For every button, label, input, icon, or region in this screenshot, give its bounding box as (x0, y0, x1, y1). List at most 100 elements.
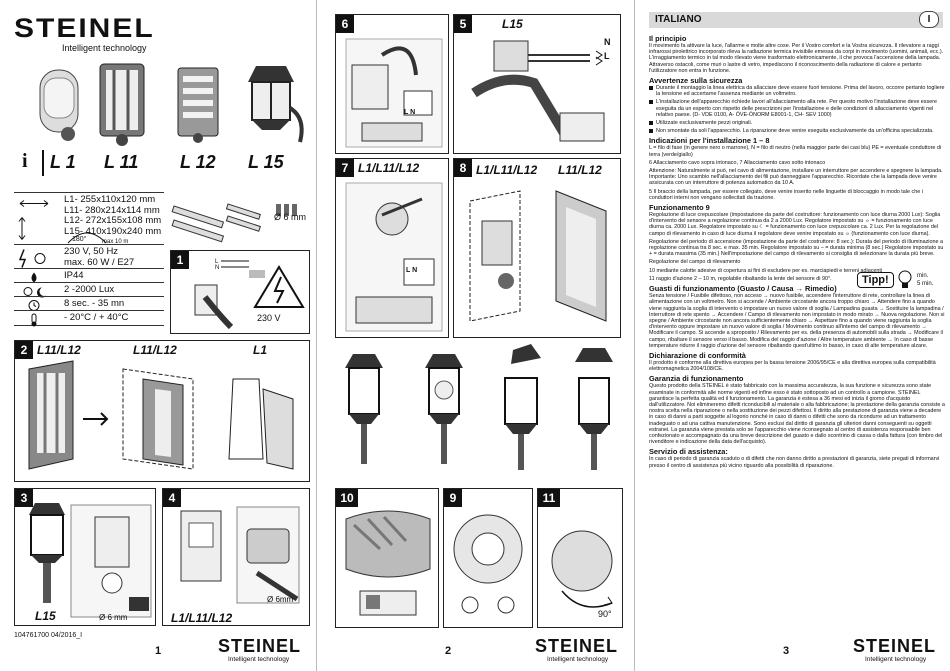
model-label: L11/L12 (133, 343, 177, 357)
page-number: 2 (445, 645, 452, 657)
spec-ip: IP44 (14, 268, 164, 283)
sensor-masking-illustration (345, 510, 431, 616)
section-paragraph: L = filo di fase (in genere nero o marro… (649, 145, 942, 158)
drill-size: Ø 6 mm (99, 613, 128, 622)
model-label-l12: L 12 (180, 152, 216, 172)
footer-tagline: Intelligent technology (865, 656, 927, 663)
dimensions-icon (18, 200, 49, 240)
figure-2: 2 L11/L12 L11/L12 L1 (14, 340, 310, 482)
cover-fitting-illustration (469, 190, 607, 322)
figure-number: 1 (171, 251, 189, 269)
detection-range-icon (67, 232, 107, 244)
section-paragraph: 5 Il braccio della lampada, per essere c… (649, 188, 923, 201)
footer-logo: STEINEL (535, 636, 619, 656)
sensor-tilt-illustration (551, 530, 613, 608)
section-paragraph: Il prodotto è conforme alla direttiva eu… (649, 359, 936, 373)
figure-number: 7 (336, 159, 354, 177)
brand-tagline: Intelligent technology (62, 43, 147, 53)
footer-logo: STEINEL (853, 636, 937, 656)
wall-mounting-illustration (180, 506, 300, 604)
section-paragraph: Questo prodotto della STEINEL è stato fa… (649, 383, 945, 446)
language-label: ITALIANO (655, 14, 702, 25)
model-label: L11/L12 (558, 163, 602, 177)
model-label-l15: L 15 (248, 152, 284, 172)
model-label: L15 (35, 609, 56, 623)
figure-8: 8 L1/L11/L12 L11/L12 (453, 158, 621, 338)
model-label: L11/L12 (37, 343, 81, 357)
model-label-l1: L 1 (50, 152, 76, 172)
figure-10: 10 (335, 488, 439, 628)
ip-rating: IP44 (64, 270, 84, 281)
cover-removal-illustration (28, 360, 294, 470)
l15-bulb-replacement-illustration (345, 344, 613, 470)
safety-bullet: Durante il montaggio la linea elettrica … (649, 85, 945, 97)
figure-number: 8 (454, 159, 472, 177)
language-code-badge: I (919, 11, 939, 28)
brand-logo: STEINEL (14, 13, 155, 44)
tip-min-label: min. (917, 273, 929, 279)
voltage-label: 230 V (257, 313, 281, 323)
figure-number: 10 (336, 489, 358, 507)
section-heading: Avvertenze sulla sicurezza (649, 76, 743, 86)
footer-logo: STEINEL (218, 636, 302, 656)
wire-l-label: L (215, 259, 219, 265)
wire-l-label: L (604, 51, 610, 61)
safety-bullet: L'installazione dell'apparecchio richied… (649, 99, 945, 118)
figure-number: 5 (454, 15, 472, 33)
dimension-l1: L1- 255x110x120 mm (64, 194, 156, 205)
page-number: 1 (155, 645, 162, 657)
document-number: 104761700 04/2016_I (14, 632, 83, 639)
product-lamps-illustration (39, 63, 304, 146)
section-heading: Garanzia di funzionamento (649, 374, 744, 384)
terminal-label: L N (406, 267, 418, 274)
model-label: L1 (253, 343, 268, 357)
section-heading: Servizio di assistenza: (649, 447, 728, 457)
dimension-l11: L11- 280x214x114 mm (64, 204, 160, 216)
sun-moon-icon (23, 287, 46, 298)
wire-n-label: N (215, 265, 220, 271)
section-heading: Indicazioni per l'installazione 1 – 8 (649, 136, 770, 146)
power-off-illustration (194, 260, 305, 330)
l15-mounting-illustration (29, 503, 152, 618)
info-icon: i (22, 150, 28, 172)
model-label: L1/L11/L12 (476, 163, 538, 177)
drill-size: Ø 6mm (267, 595, 294, 604)
dimension-l15: L15- 410x190x240 mm (64, 225, 162, 237)
figure-7: 7 L1/L11/L12 L N (335, 158, 449, 338)
spec-lux: 2 -2000 Lux (14, 282, 164, 298)
safety-bullet: Non smontate da soli l'apparecchio. La r… (649, 128, 945, 134)
terminal-label: L N (404, 109, 416, 116)
spec-temp: - 20°C / + 40°C (14, 310, 164, 327)
specs-table: L1- 255x110x120 mm L11- 280x214x114 mm L… (14, 192, 164, 330)
voltage-sun-icon (18, 249, 46, 268)
sensor-adjustment-illustration (453, 514, 523, 614)
section-paragraph: Il movimento fa attivare la luce, l'alla… (649, 43, 944, 74)
figure-6: 6 L N (335, 14, 449, 154)
model-label: L1/L11/L12 (358, 161, 420, 175)
figure-11: 11 90° (537, 488, 623, 628)
temperature-range: - 20°C / + 40°C (64, 312, 129, 323)
tip-badge: Tipp! (857, 272, 894, 288)
language-header: ITALIANO I (649, 11, 943, 28)
range-angle: 180° (72, 236, 87, 243)
section-paragraph: In caso di periodo di garanzia scaduto o… (649, 456, 940, 469)
lamp-rating: max. 60 W / E27 (64, 256, 135, 268)
model-label: L1/L11/L12 (171, 611, 233, 625)
wire-n-label: N (604, 37, 611, 47)
figure-number: 4 (163, 489, 181, 507)
page-2: 6 L N 5 L15 N L 7 L1/L11/L12 (316, 0, 634, 671)
model-label-l11: L 11 (104, 152, 139, 172)
section-heading: Guasti di funzionamento (Guasto / Causa … (649, 284, 837, 294)
power-rating: 230 V, 50 Hz (64, 246, 119, 257)
model-label: L15 (502, 17, 523, 31)
figure-4: 4 L1/L11/L12 Ø 6mm (162, 488, 310, 626)
section-heading: Dichiarazione di conformità (649, 350, 746, 360)
page-number: 3 (783, 645, 790, 657)
safety-bullet: Utilizzate esclusivamente pezzi original… (649, 120, 945, 126)
footer-tagline: Intelligent technology (228, 656, 290, 663)
surface-cable-illustration (345, 38, 443, 148)
figure-number: 11 (538, 489, 560, 507)
section-paragraph: 10 mediante calotte adesive di copertura… (649, 267, 883, 274)
thermometer-icon (31, 313, 37, 327)
